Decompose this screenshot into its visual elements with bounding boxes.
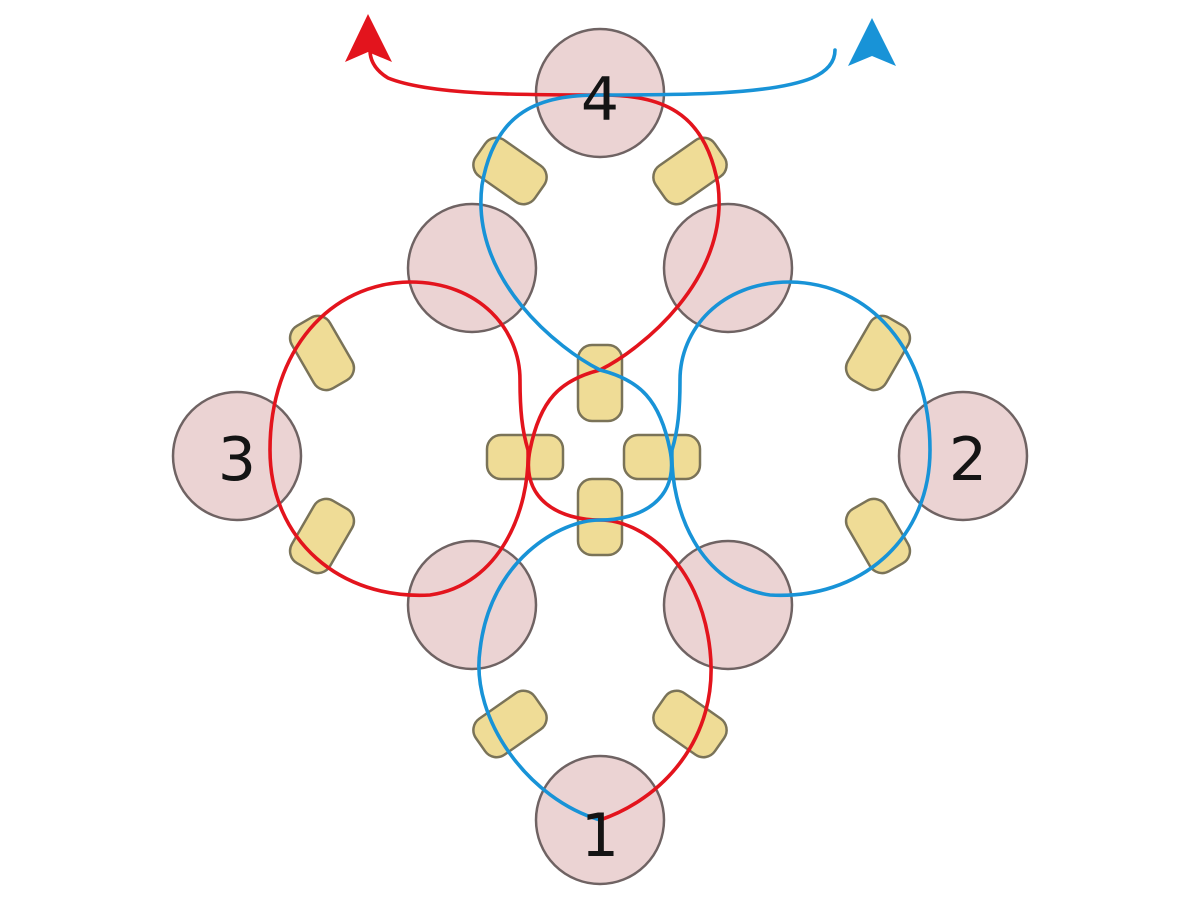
small-beads — [288, 136, 912, 759]
bead-label-2: 2 — [949, 425, 987, 495]
large-bead-2 — [897, 390, 1029, 522]
large-beads — [171, 27, 1029, 886]
small-bead-left-lower — [288, 497, 356, 575]
bead-label-4: 4 — [581, 65, 619, 135]
small-bead-bottom-left — [472, 689, 548, 759]
blue-arrow-icon — [848, 18, 896, 66]
red-thread-loop-left — [268, 280, 530, 598]
small-bead-bottom-right — [652, 689, 728, 759]
bead-label-1: 1 — [581, 801, 619, 871]
blue-thread-path — [477, 48, 837, 822]
red-arrow-icon — [345, 14, 392, 62]
small-bead-right-lower — [844, 497, 912, 575]
large-bead-upper-right — [662, 202, 794, 334]
large-bead-lower-left — [406, 539, 538, 671]
small-bead-left-upper — [288, 314, 356, 392]
bead-label-3: 3 — [218, 425, 256, 495]
small-bead-center-right — [622, 433, 702, 481]
small-bead-center-top — [576, 343, 624, 423]
small-bead-right-upper — [844, 314, 912, 392]
small-bead-center-bottom — [576, 477, 624, 557]
large-bead-lower-right — [662, 539, 794, 671]
blue-thread-loop-right — [670, 280, 932, 598]
large-bead-3 — [171, 390, 303, 522]
large-bead-upper-left — [406, 202, 538, 334]
